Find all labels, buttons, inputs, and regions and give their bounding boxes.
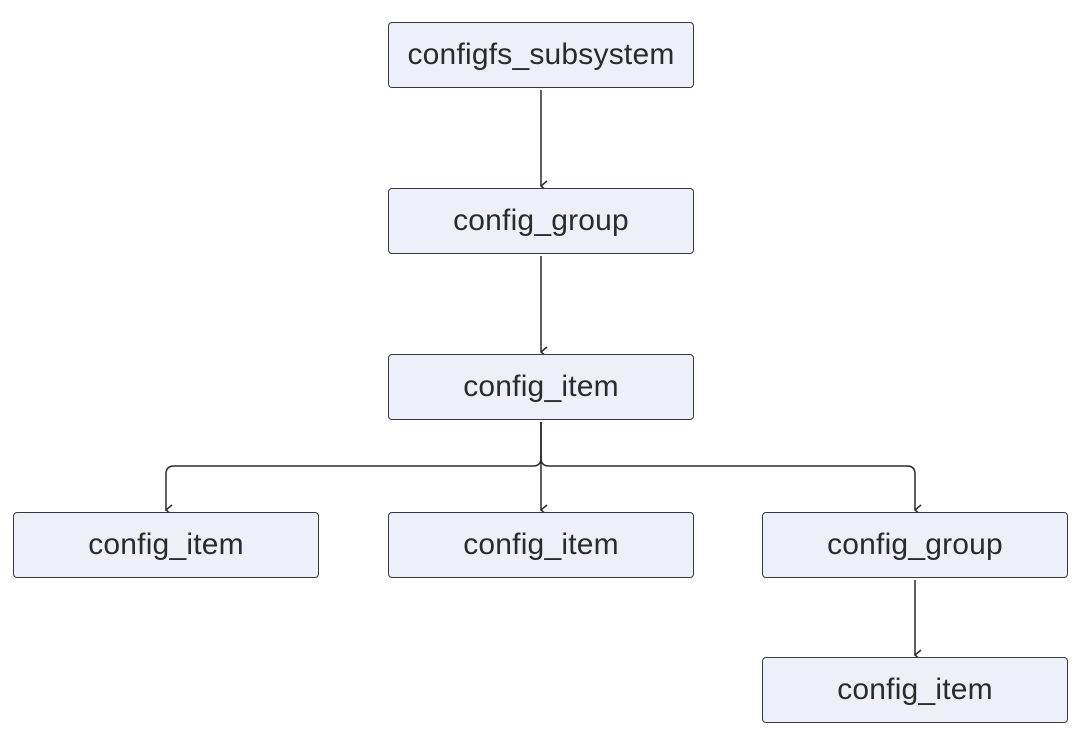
node-label: config_item: [463, 528, 619, 561]
node-label: config_item: [837, 673, 993, 706]
node-config-item-parent: config_item: [388, 354, 694, 420]
node-config-group-top: config_group: [388, 188, 694, 254]
node-config-item-middle: config_item: [388, 512, 694, 578]
node-configfs-subsystem: configfs_subsystem: [388, 22, 694, 88]
node-config-item-bottom: config_item: [762, 657, 1068, 723]
node-config-group-right: config_group: [762, 512, 1068, 578]
node-label: configfs_subsystem: [407, 38, 675, 71]
node-label: config_item: [463, 370, 619, 403]
node-label: config_group: [827, 528, 1003, 561]
edge-item-to-right-group: [540, 422, 922, 516]
node-label: config_group: [453, 204, 629, 237]
node-label: config_item: [88, 528, 244, 561]
edge-item-to-left-item: [164, 422, 542, 516]
node-config-item-left: config_item: [13, 512, 319, 578]
